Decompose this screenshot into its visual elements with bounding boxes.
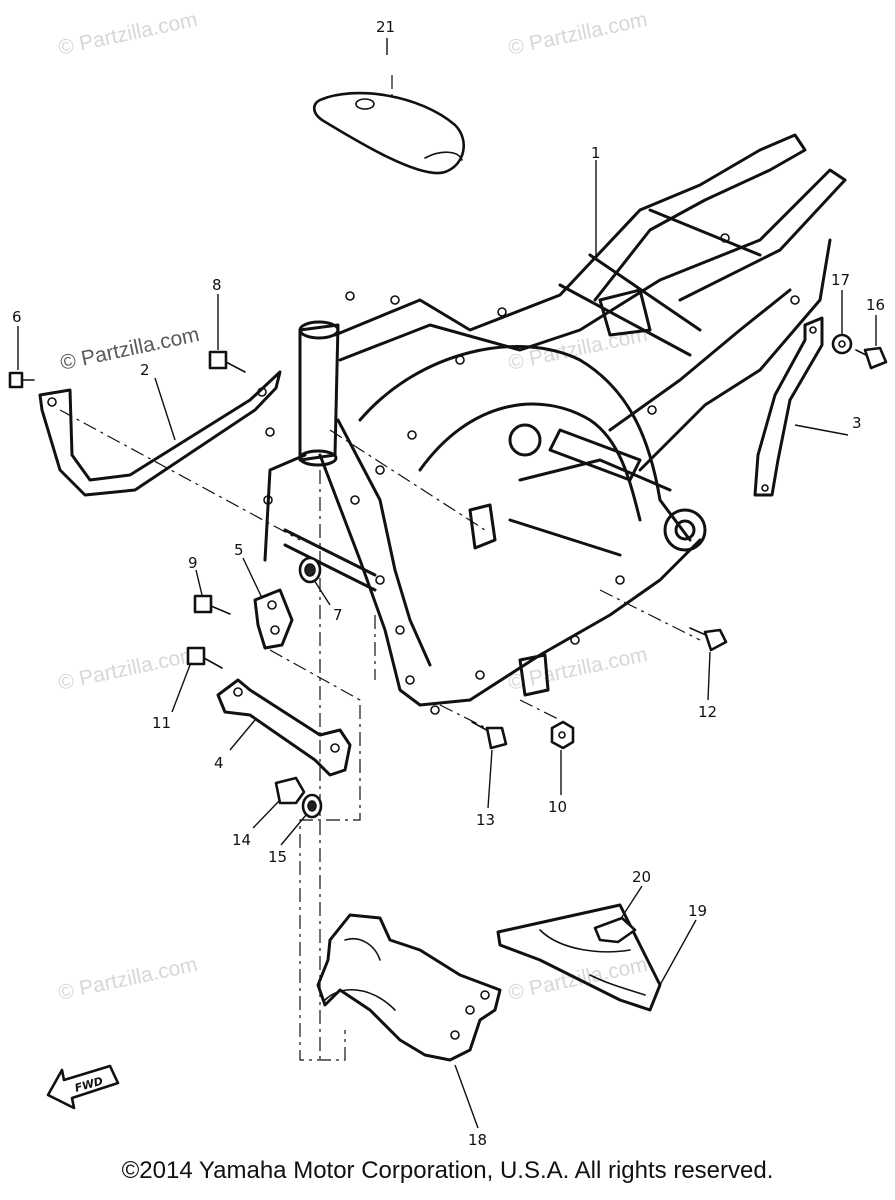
callouts: 21 1 2 3 4 5 6 7 8 9 10 11 12 13 14 15 1…: [12, 18, 885, 1149]
part-13-bolt: [471, 721, 508, 750]
part-8-bolt: [208, 350, 246, 373]
part-5-plate: [253, 588, 294, 650]
part-10-nut: [550, 720, 575, 750]
watermark: © Partzilla.com: [58, 323, 201, 375]
callout-6: 6: [12, 308, 22, 326]
fasteners: [8, 333, 888, 819]
callout-19: 19: [688, 902, 707, 920]
part-14-collar: [274, 776, 306, 805]
callout-3: 3: [852, 414, 862, 432]
part-2-front-down-tube: [38, 370, 282, 497]
callout-17: 17: [831, 271, 850, 289]
part-20-clip: [593, 916, 637, 944]
callout-7: 7: [333, 606, 343, 624]
leader-lines: [17, 38, 877, 1129]
callout-10: 10: [548, 798, 567, 816]
part-18-cover: [316, 913, 502, 1062]
callout-5: 5: [234, 541, 244, 559]
part-16-bolt: [855, 346, 888, 370]
callout-14: 14: [232, 831, 251, 849]
part-21-cap: [312, 91, 465, 175]
part-7-collar: [298, 556, 322, 584]
callout-12: 12: [698, 703, 717, 721]
fwd-arrow: FWD: [46, 1064, 120, 1110]
part-4-engine-bracket: [216, 678, 352, 777]
part-6-bolt: [8, 371, 35, 389]
callout-1: 1: [591, 144, 601, 162]
callout-2: 2: [140, 361, 150, 379]
callout-20: 20: [632, 868, 651, 886]
part-19-cover: [496, 903, 662, 1012]
watermark: © Partzilla.com: [56, 953, 199, 1005]
callout-18: 18: [468, 1131, 487, 1149]
alignment-lines: [59, 75, 701, 1061]
callout-4: 4: [214, 754, 224, 772]
part-11-bolt: [186, 646, 223, 669]
watermark: © Partzilla.com: [56, 8, 199, 60]
copyright-notice: ©2014 Yamaha Motor Corporation, U.S.A. A…: [121, 1157, 774, 1184]
part-17-washer: [831, 333, 853, 355]
part-12-bolt: [689, 627, 728, 652]
callout-15: 15: [268, 848, 287, 866]
part-3-rear-stay: [753, 316, 824, 497]
watermark: © Partzilla.com: [56, 643, 199, 695]
watermark: © Partzilla.com: [506, 643, 649, 695]
callout-16: 16: [866, 296, 885, 314]
callout-21: 21: [376, 18, 395, 36]
watermark: © Partzilla.com: [506, 8, 649, 60]
callout-9: 9: [188, 554, 198, 572]
callout-13: 13: [476, 811, 495, 829]
callout-11: 11: [152, 714, 171, 732]
part-1-frame: [263, 133, 847, 715]
watermarks: © Partzilla.com © Partzilla.com © Partzi…: [56, 8, 649, 1005]
part-15-damper: [301, 793, 323, 819]
part-9-bolt: [193, 594, 231, 615]
callout-8: 8: [212, 276, 222, 294]
